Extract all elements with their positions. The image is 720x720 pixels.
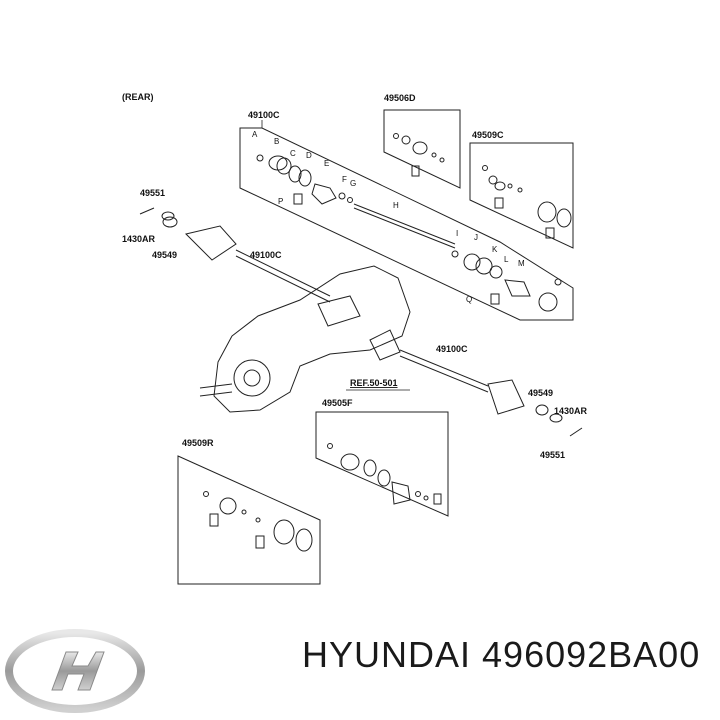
box-49509c-parts	[482, 165, 572, 239]
callout-49100c-mid: 49100C	[250, 250, 282, 260]
callout-49506d: 49506D	[384, 93, 416, 103]
callout-49551-left: 49551	[140, 188, 165, 198]
kit-box-49505f	[315, 411, 449, 517]
letter-g: G	[350, 179, 356, 188]
letter-d: D	[306, 151, 312, 160]
callout-49509r: 49509R	[182, 438, 214, 448]
letter-a: A	[252, 130, 258, 139]
letter-p: P	[278, 197, 283, 206]
callout-49100c-top: 49100C	[248, 110, 280, 120]
letter-l: L	[504, 255, 509, 264]
letter-q: Q	[466, 295, 472, 304]
letter-f: F	[342, 175, 347, 184]
letter-c: C	[290, 149, 296, 158]
kit-box-49506d	[383, 109, 461, 189]
callout-49505f: 49505F	[322, 398, 353, 408]
left-halfshaft	[139, 207, 331, 303]
letter-h: H	[393, 201, 399, 210]
kit-box-49509c	[469, 142, 574, 249]
letter-e: E	[324, 159, 329, 168]
callout-49509c: 49509C	[472, 130, 504, 140]
box-49506d-parts	[393, 133, 445, 177]
callout-49551-right: 49551	[540, 450, 565, 460]
rear-label: (REAR)	[122, 92, 154, 102]
box-49505f-parts	[327, 443, 442, 505]
letter-i: I	[456, 229, 458, 238]
right-halfshaft	[399, 349, 583, 437]
callout-49549-right: 49549	[528, 388, 553, 398]
letter-k: K	[492, 245, 498, 254]
differential-housing	[199, 265, 411, 413]
box-49509r-parts	[203, 491, 313, 552]
letter-callouts: A B C D E F G H I J K L M P Q	[252, 130, 525, 304]
letter-b: B	[274, 137, 279, 146]
part-number-label: HYUNDAI 496092BA00	[302, 634, 701, 675]
letter-j: J	[474, 233, 478, 242]
top-kit-parts	[256, 154, 562, 312]
kit-box-49509r	[177, 455, 321, 585]
callout-1430ar-right: 1430AR	[554, 406, 588, 416]
kit-box-49100c-top	[239, 127, 574, 321]
callout-49100c-right: 49100C	[436, 344, 468, 354]
letter-m: M	[518, 259, 525, 268]
callout-1430ar-left: 1430AR	[122, 234, 156, 244]
ref-label: REF.50-501	[350, 378, 398, 388]
hyundai-logo-icon	[5, 629, 145, 713]
callout-49549-left: 49549	[152, 250, 177, 260]
